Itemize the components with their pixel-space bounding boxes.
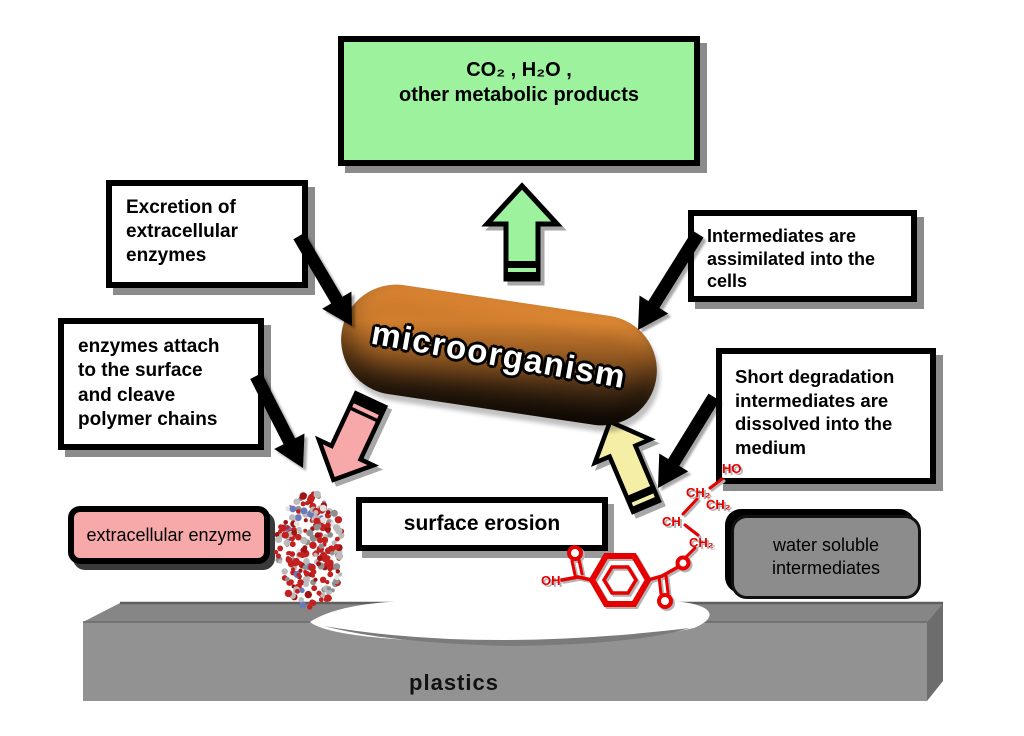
slab-right-face <box>927 603 943 701</box>
excretion-box: Excretion of extracellular enzymes <box>106 180 308 288</box>
benzene-ring-inner <box>601 565 639 595</box>
short-degradation-box: Short degradation intermediates are diss… <box>716 348 936 484</box>
oxygen-atom <box>567 545 583 561</box>
extracellular-enzyme-label: extracellular enzyme <box>86 524 252 545</box>
intermediates-assimilated-box: Intermediates are assimilated into the c… <box>688 210 917 302</box>
crater-shadow <box>324 626 690 646</box>
water-soluble-intermediates-label: water soluble intermediates <box>771 534 881 578</box>
metabolic-products-box: CO₂ , H₂O , other metabolic products <box>338 36 700 166</box>
slab-front-face <box>83 622 927 701</box>
erosion-crater <box>310 600 710 644</box>
oxygen-atom <box>675 555 691 571</box>
enzymes-attach-label: enzymes attach to the surface and cleave… <box>78 336 220 430</box>
metabolic-products-label: CO₂ , H₂O , other metabolic products <box>398 59 640 106</box>
plastics-label: plastics <box>409 670 499 695</box>
benzene-ring-outer <box>588 553 652 607</box>
surface-erosion-box: surface erosion <box>356 497 608 551</box>
microorganism-label: microorganism <box>368 313 630 396</box>
water-soluble-intermediates-box: water soluble intermediates <box>731 515 921 599</box>
surface-erosion-label: surface erosion <box>403 512 561 535</box>
oxygen-atom <box>657 593 673 609</box>
green-up-arrow-icon <box>481 182 563 282</box>
intermediates-assimilated-label: Intermediates are assimilated into the c… <box>707 226 876 292</box>
pink-down-left-arrow-icon <box>314 390 389 483</box>
plastics-slab: plastics <box>83 600 943 701</box>
molecule-ch2-label: CH₂ <box>686 485 711 500</box>
short-degradation-label: Short degradation intermediates are diss… <box>735 366 895 459</box>
degradation-product-molecule: OH CH₂ CH CH₂ CH₂ HO <box>541 461 742 609</box>
extracellular-enzyme-box: extracellular enzyme <box>68 506 270 564</box>
molecule-ch2-label: CH₂ <box>689 535 714 550</box>
molecule-ch2-label: CH₂ <box>706 497 731 512</box>
molecule-ch-label: CH <box>662 514 681 529</box>
molecule-ho-label: HO <box>722 461 742 476</box>
excretion-label: Excretion of extracellular enzymes <box>126 197 238 266</box>
enzymes-attach-box: enzymes attach to the surface and cleave… <box>58 318 264 450</box>
enzyme-molecule-cluster <box>274 490 345 610</box>
yellow-up-left-arrow-icon <box>591 418 662 515</box>
molecule-oh-label: OH <box>541 573 561 588</box>
